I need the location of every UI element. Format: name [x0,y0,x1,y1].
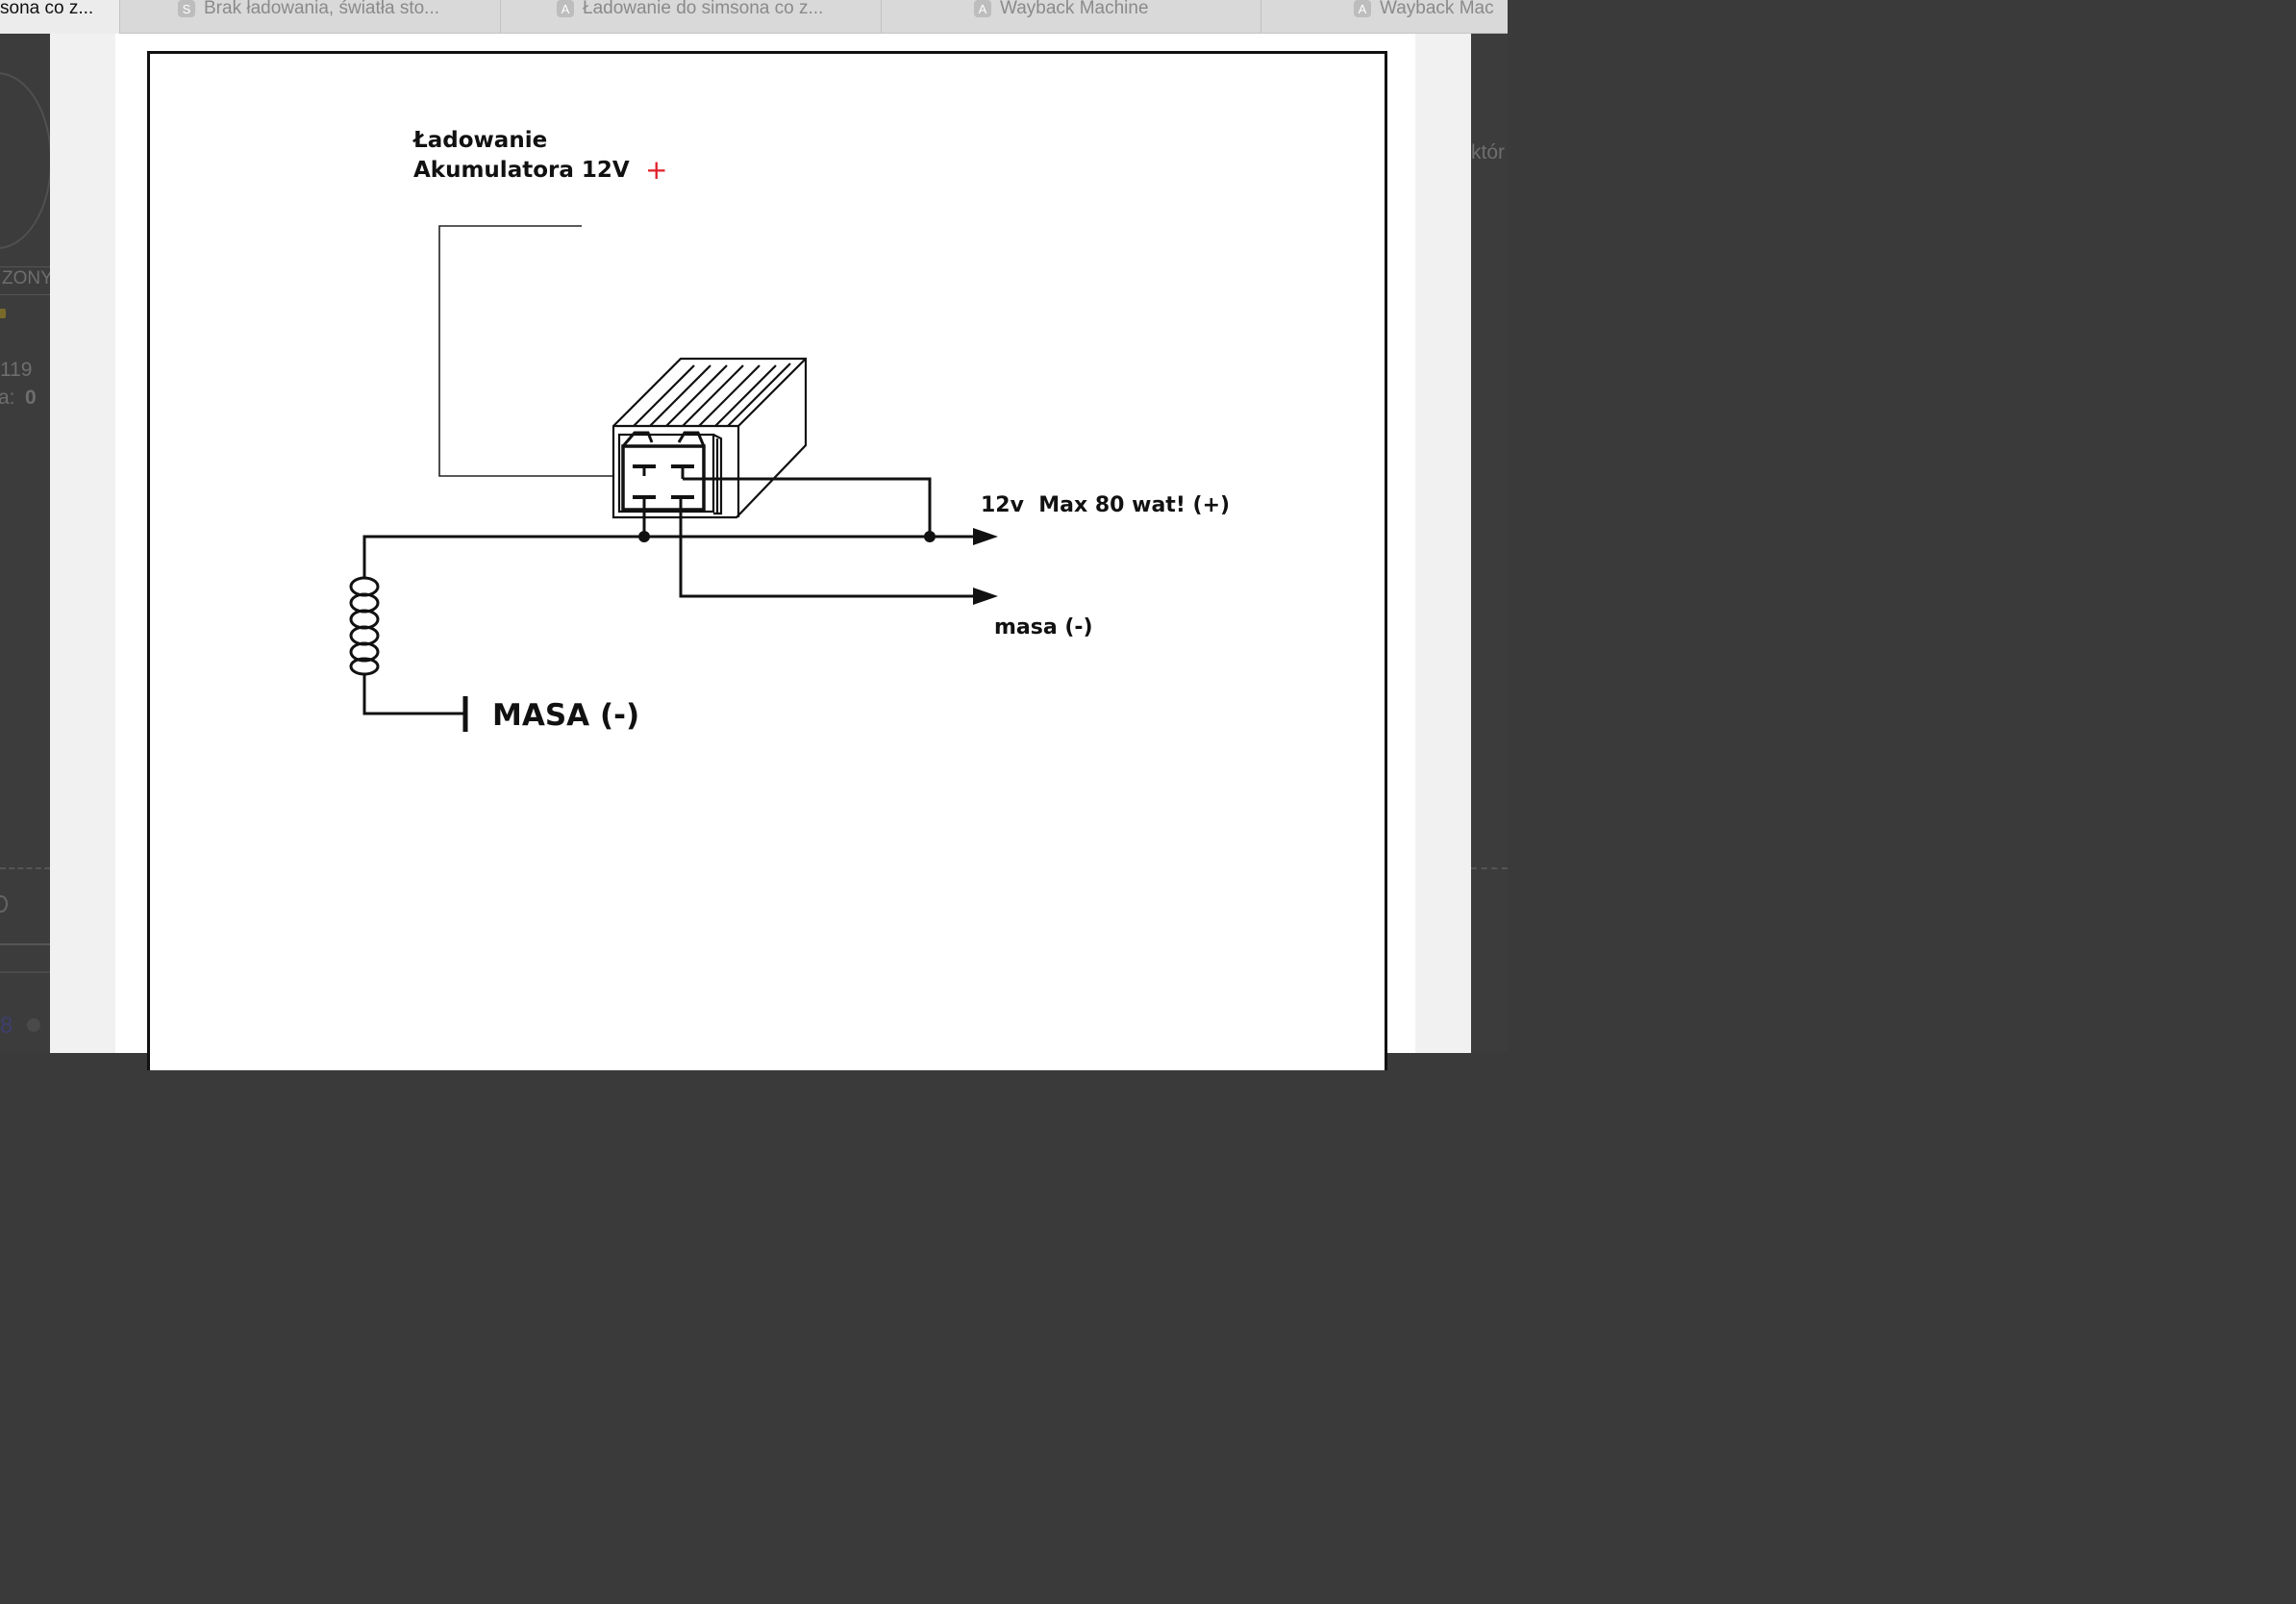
ground-output-label: masa (-) [994,615,1093,639]
ground-wire [679,497,976,598]
wiring-diagram: Ładowanie Akumulatora 12V + [349,128,1230,733]
diagram-title-line2: Akumulatora 12V [413,158,630,183]
divider [1471,867,1508,869]
battery-wire [438,225,644,477]
star-icon [0,309,6,318]
plus-sign-icon: + [645,154,667,186]
junction-dot [638,531,650,542]
background-text: 0 [25,387,37,409]
tab-wayback-machine[interactable]: A Wayback Machine [882,0,1261,34]
background-avatar [0,72,50,249]
wiring-diagram-image: Ładowanie Akumulatora 12V + [147,51,1387,1070]
tab-label: Ładowanie do simsona co z... [583,0,824,18]
background-page-right: któr [1471,34,1508,1053]
main-line [362,535,976,577]
divider [0,971,50,973]
background-icon [0,895,8,913]
diagram-title-line1: Ładowanie [412,128,547,153]
background-text: któr [1471,141,1506,163]
output-wire [683,477,932,537]
background-text: 8 [0,1013,13,1039]
tab-ladowanie-simsona[interactable]: A Ładowanie do simsona co z... [501,0,882,34]
regulator-icon [611,357,808,519]
site-favicon-icon: S [178,0,195,17]
output-arrow-icon [973,528,998,545]
tab-label: Wayback Mac [1380,0,1494,18]
tab-active[interactable]: sona co z... [0,0,120,34]
background-page-left: ZONY 119 a: 0 8 [0,34,50,1053]
site-favicon-icon: A [974,0,991,17]
background-icon [27,1018,40,1032]
coil-icon [349,576,380,676]
background-text: a: [0,387,15,409]
divider [0,943,50,945]
tab-wayback-machine-2[interactable]: A Wayback Mac [1261,0,1508,34]
ground-line [362,673,463,715]
ground-label: MASA (-) [492,698,639,733]
divider [0,867,50,869]
site-favicon-icon: A [557,0,574,17]
tab-label: Wayback Machine [1000,0,1149,18]
junction-dot [924,531,936,542]
tab-brak-ladowania[interactable]: S Brak ładowania, światła sto... [120,0,501,34]
browser-tab-bar: sona co z... S Brak ładowania, światła s… [0,0,1508,34]
background-text: ZONY [2,268,50,288]
background-text: 119 [0,359,33,381]
background-badge [0,266,50,295]
site-favicon-icon: A [1354,0,1371,17]
output-label: 12v Max 80 wat! (+) [981,493,1230,517]
tab-label: sona co z... [0,0,94,18]
tab-label: Brak ładowania, światła sto... [204,0,440,18]
ground-arrow-icon [973,588,998,605]
